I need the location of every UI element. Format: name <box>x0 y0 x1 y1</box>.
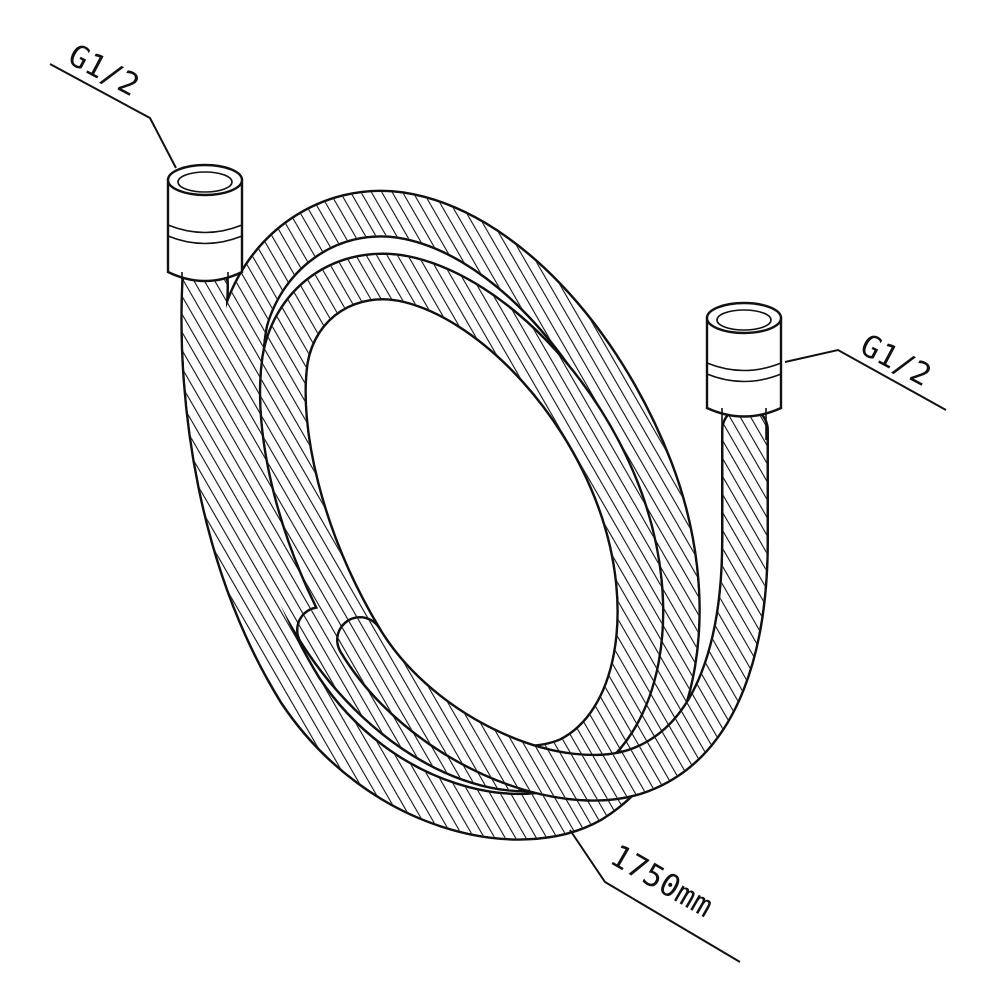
leader-length <box>569 829 741 963</box>
right-fitting <box>705 301 783 440</box>
hose-coil <box>180 189 770 841</box>
label-right-fitting: G1/2 <box>854 327 937 394</box>
left-fitting <box>166 163 244 300</box>
label-length: 1750mm <box>604 838 719 925</box>
leader-right-fitting <box>784 348 947 411</box>
leader-left-fitting <box>49 63 177 169</box>
